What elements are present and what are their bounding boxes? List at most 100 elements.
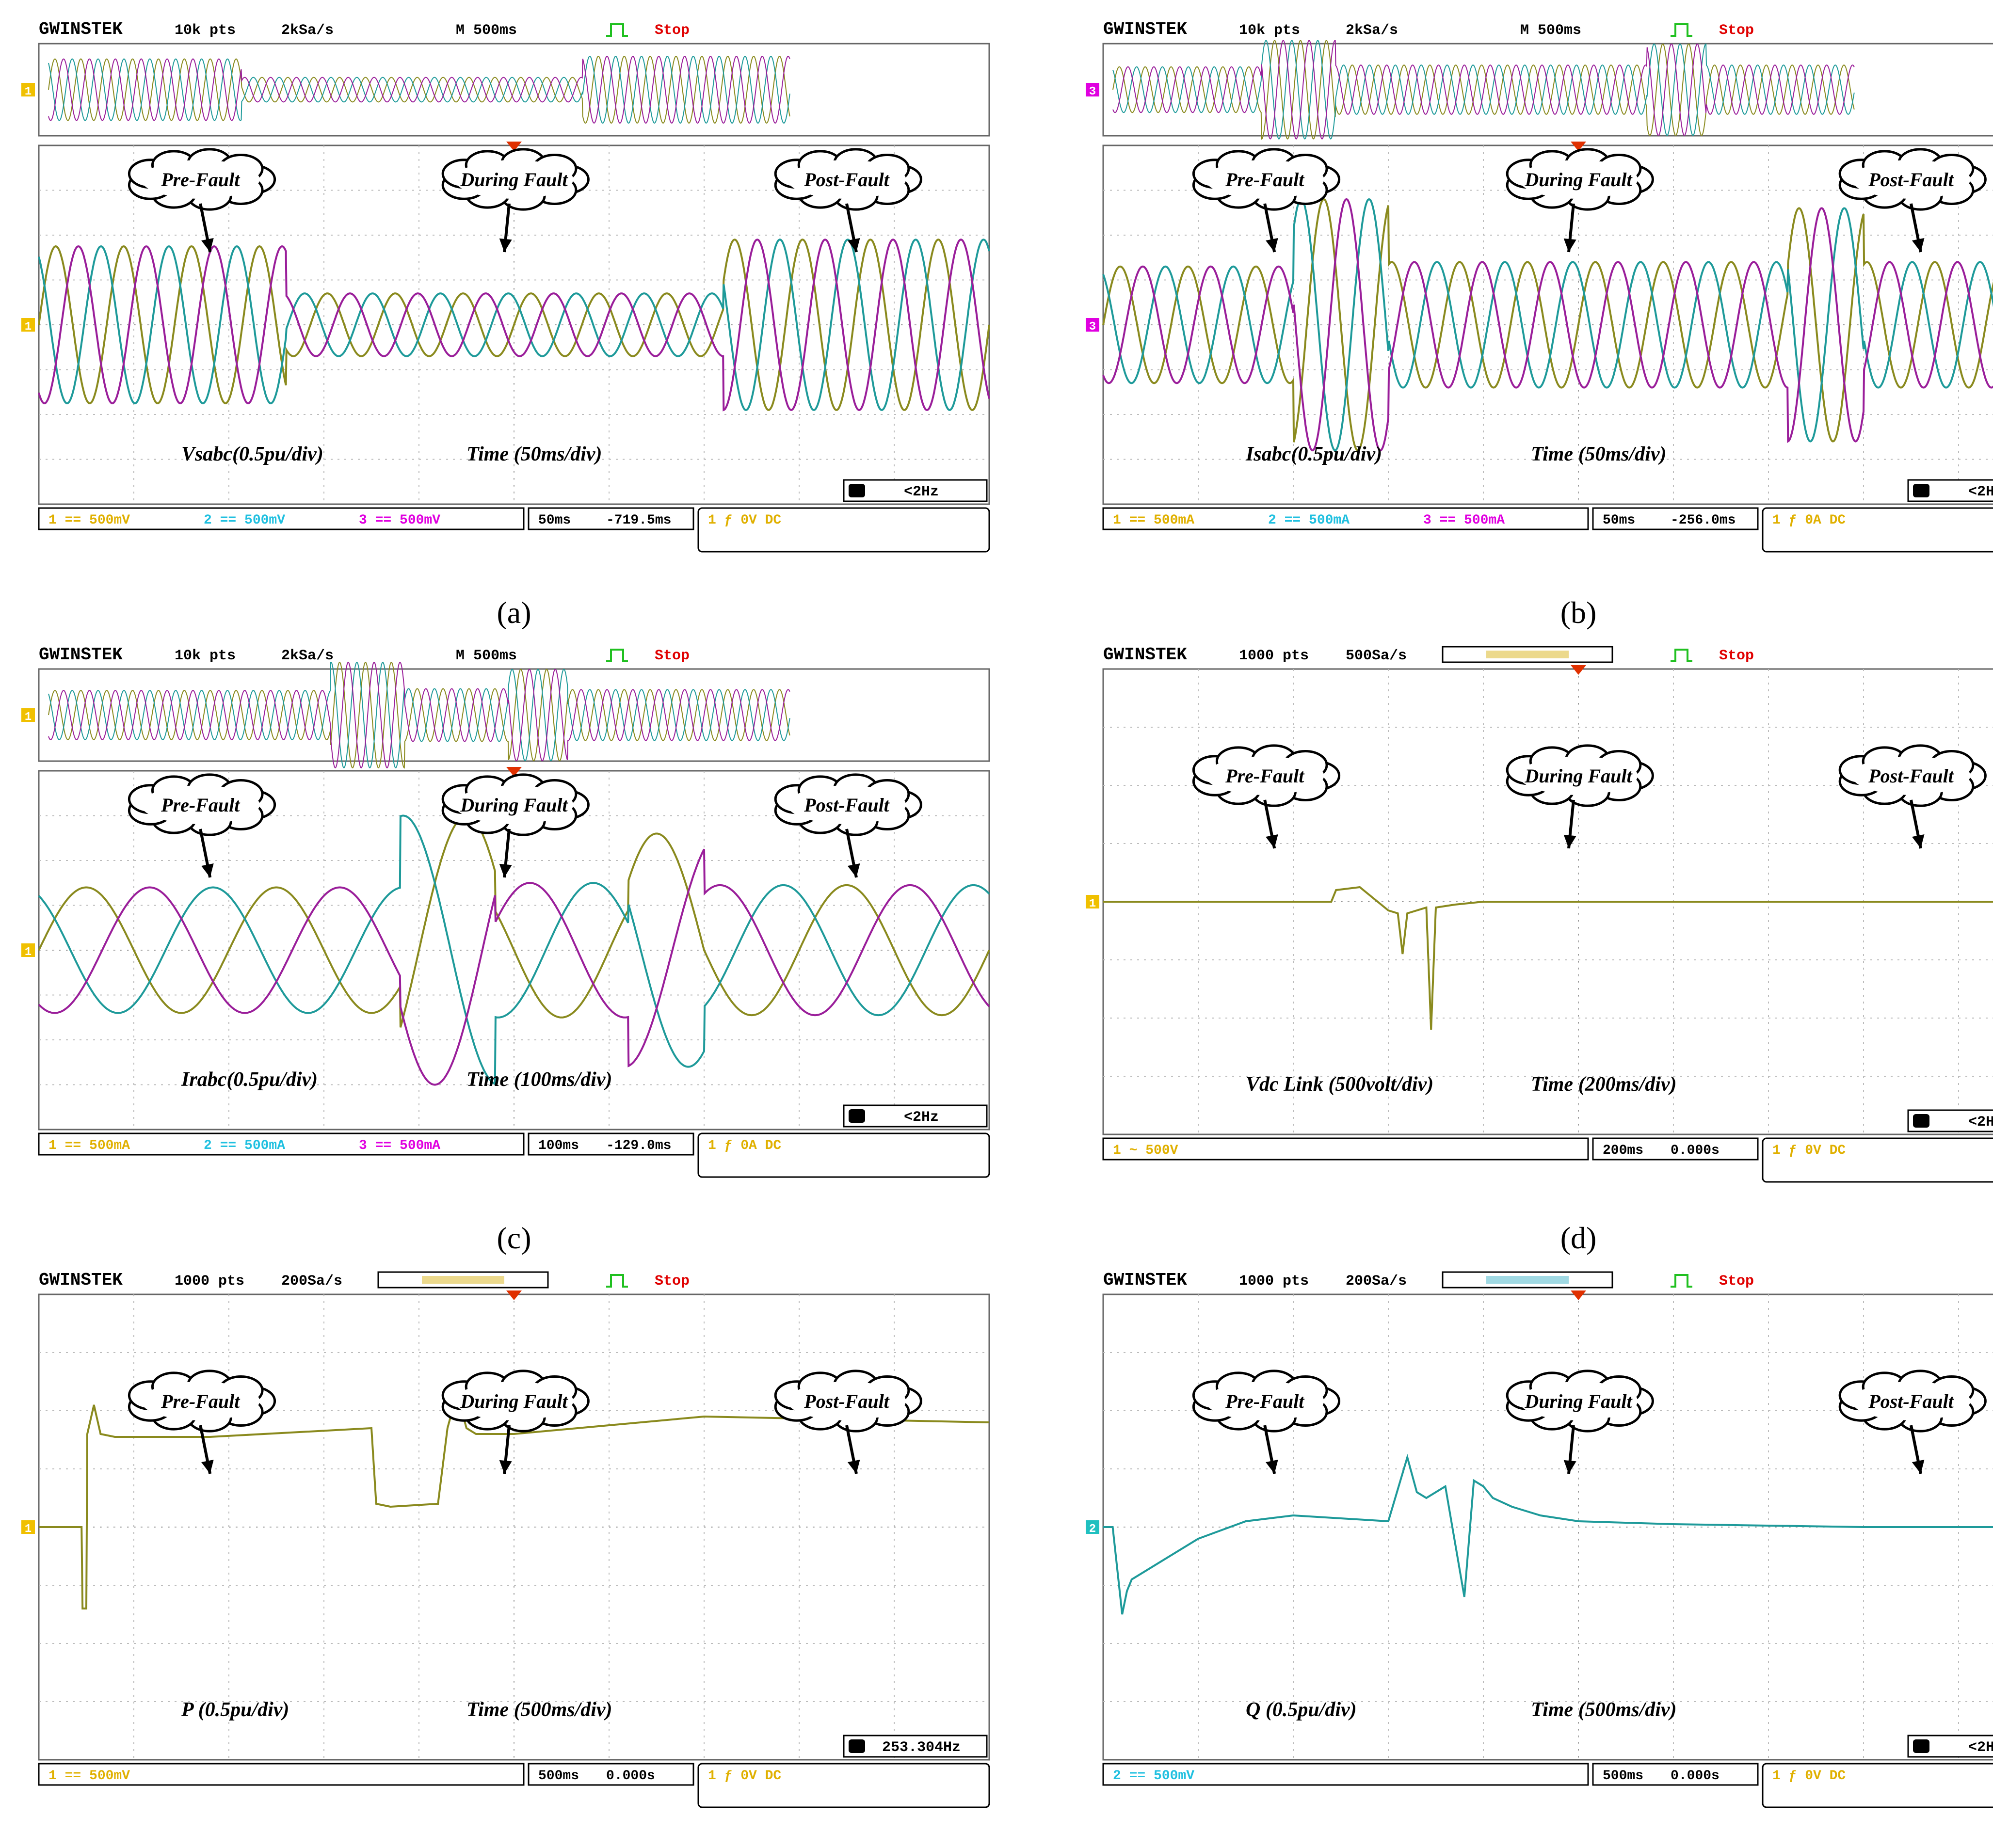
arrow-post (1910, 203, 1925, 253)
arrow-head (847, 863, 860, 877)
trigger-position-marker (1571, 142, 1586, 151)
freq-icon (1913, 484, 1929, 497)
record-length: 1000 pts (175, 1273, 244, 1290)
channel-bar (1102, 507, 1589, 530)
cloud-pre-fault: Pre-Fault (128, 148, 276, 211)
cloud-post-fault: Post-Fault (774, 148, 922, 211)
freq-icon (849, 1739, 865, 1753)
cloud-during-fault: During Fault (441, 773, 590, 836)
channel-setting: 2 == 500mA (204, 1138, 285, 1153)
arrow-head (847, 238, 860, 252)
preview-trace (48, 661, 790, 769)
cloud-pre-fault: Pre-Fault (1192, 1370, 1341, 1433)
trigger-setting: 1 ƒ 0A DC (1772, 513, 1846, 528)
channel-marker-label: 3 (1089, 320, 1096, 334)
y-scale-annotation: Q (0.5pu/div) (1246, 1699, 1357, 1721)
channel-marker-label: 2 (1089, 1523, 1096, 1536)
timebase-box (1592, 1137, 1759, 1161)
traces (38, 814, 990, 1086)
cloud-body (1851, 160, 1971, 199)
y-scale-annotation: P (0.5pu/div) (181, 1699, 289, 1721)
trigger-edge-icon (1671, 649, 1692, 662)
arrow-pre (199, 203, 214, 253)
arrow-post (1910, 799, 1925, 849)
trigger-edge-icon (1671, 23, 1692, 37)
signal-trace (39, 1389, 990, 1609)
preview-trace (1112, 40, 1855, 140)
preview-channel-marker: 3 (1086, 83, 1099, 98)
trigger-setting: 1 ƒ 0V DC (708, 1768, 781, 1784)
fault-label: Pre-Fault (161, 794, 241, 816)
channel-bar (38, 1763, 525, 1786)
preview-channel-marker: 1 (21, 83, 35, 98)
fault-label: During Fault (460, 794, 568, 816)
cloud-during-fault: During Fault (1506, 1370, 1654, 1433)
arrow-during (1563, 203, 1576, 253)
brand-logo: GWINSTEK (39, 1270, 123, 1290)
arrow-head (201, 238, 214, 252)
cloud-body (1205, 756, 1324, 795)
channel-marker-label: 3 (1089, 85, 1096, 98)
cloud-post-fault: Post-Fault (774, 773, 922, 836)
brand-logo: GWINSTEK (1103, 1270, 1187, 1290)
phase-trace (1102, 198, 1993, 452)
freq-value: <2Hz (1968, 484, 1993, 500)
arrow-during (499, 1425, 512, 1474)
preview-trace (1112, 40, 1855, 140)
channel-setting: 1 == 500mV (48, 513, 130, 528)
preview-trace (48, 55, 790, 124)
arrow-head (1266, 1459, 1278, 1474)
cloud-pre-fault: Pre-Fault (128, 1370, 276, 1433)
main-channel-marker: 1 (1086, 895, 1099, 910)
cloud-body (1851, 756, 1971, 795)
channel-setting: 1 ~ 500V (1113, 1143, 1178, 1158)
sample-rate: 2kSa/s (281, 648, 334, 664)
y-scale-annotation: Irabc(0.5pu/div) (181, 1068, 318, 1091)
channel-setting: 1 == 500mV (48, 1768, 130, 1784)
main-channel-marker: 1 (21, 318, 35, 334)
arrow-head (499, 238, 512, 252)
brand-logo: GWINSTEK (39, 19, 123, 39)
channel-marker-label: 1 (25, 946, 32, 959)
cloud-body (141, 160, 260, 199)
arrow-pre (1263, 203, 1278, 253)
arrow-pre (1263, 799, 1278, 849)
fault-label: Post-Fault (804, 794, 890, 816)
time-scale-annotation: Time (50ms/div) (466, 443, 602, 465)
trigger-box (697, 507, 990, 553)
arrow-during (499, 203, 512, 253)
horizontal-position: -256.0ms (1671, 513, 1736, 528)
brand-logo: GWINSTEK (39, 645, 123, 665)
channel-marker-label: 1 (25, 1523, 32, 1536)
trigger-position-marker (1571, 665, 1586, 675)
panel-caption: (d) (1560, 1221, 1597, 1255)
trigger-edge-icon (606, 23, 628, 37)
cloud-during-fault: During Fault (441, 1370, 590, 1433)
preview-trace (48, 662, 790, 768)
trigger-position-marker (506, 142, 522, 151)
channel-setting: 1 == 500mA (1113, 513, 1194, 528)
preview-trace (1112, 40, 1855, 140)
y-scale-annotation: Vsabc(0.5pu/div) (181, 443, 323, 465)
cloud-during-fault: During Fault (441, 148, 590, 211)
cloud-body (141, 1382, 260, 1420)
channel-marker-box (1086, 83, 1099, 96)
trigger-box (697, 1132, 990, 1178)
run-status: Stop (1719, 22, 1754, 39)
fault-label: Post-Fault (804, 169, 890, 191)
frequency-readout: <2Hz (1907, 1109, 1993, 1132)
cloud-body (1205, 1382, 1324, 1420)
y-scale-annotation: Isabc(0.5pu/div) (1245, 443, 1382, 465)
freq-box (843, 1104, 988, 1128)
preview-trace (48, 55, 790, 124)
arrow-during (499, 828, 512, 878)
